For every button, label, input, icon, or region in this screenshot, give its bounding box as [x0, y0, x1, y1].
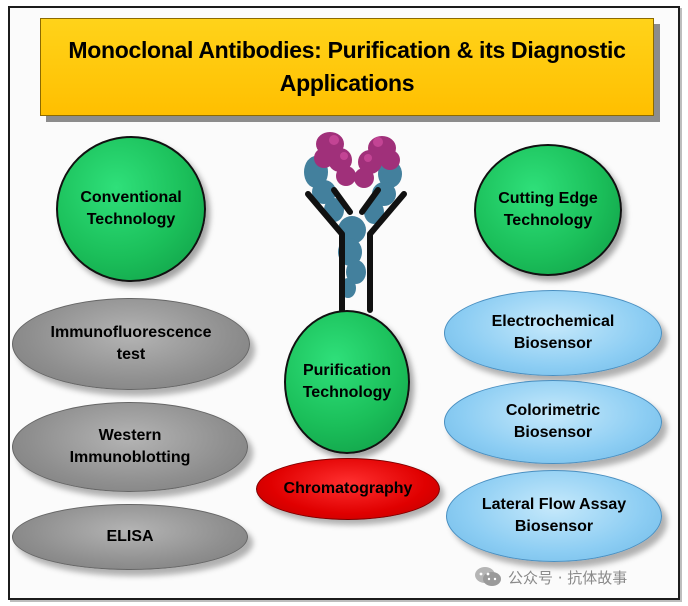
- conventional-item: Western Immunoblotting: [12, 402, 248, 492]
- conventional-item-line-2: test: [116, 346, 146, 363]
- conventional-label-line-2: Technology: [86, 211, 176, 228]
- conventional-item: Immunofluorescence test: [12, 298, 250, 390]
- cutting-edge-item-line-2: Biosensor: [514, 518, 594, 535]
- conventional-item: ELISA: [12, 504, 248, 570]
- title-banner: Monoclonal Antibodies: Purification & it…: [40, 18, 654, 116]
- purification-item-line-1: Chromatography: [283, 480, 413, 497]
- cutting-edge-item: Lateral Flow Assay Biosensor: [446, 470, 662, 562]
- conventional-item-line-2: Immunoblotting: [69, 449, 191, 466]
- cutting-edge-label-line-2: Technology: [503, 212, 593, 229]
- cutting-edge-item-line-1: Lateral Flow Assay: [481, 496, 627, 513]
- cutting-edge-technology-node: Cutting Edge Technology: [474, 144, 622, 276]
- cutting-edge-label-line-1: Cutting Edge: [498, 190, 598, 207]
- conventional-item-line-1: Immunofluorescence: [50, 324, 212, 341]
- purification-technology-node: Purification Technology: [284, 310, 410, 454]
- cutting-edge-item-line-2: Biosensor: [513, 424, 593, 441]
- cutting-edge-item: Colorimetric Biosensor: [444, 380, 662, 464]
- watermark: 公众号 · 抗体故事: [474, 566, 627, 588]
- purification-item: Chromatography: [256, 458, 440, 520]
- cutting-edge-item-line-1: Colorimetric: [505, 402, 601, 419]
- conventional-technology-node: Conventional Technology: [56, 136, 206, 282]
- diagram-frame: Monoclonal Antibodies: Purification & it…: [8, 6, 680, 600]
- cutting-edge-item: Electrochemical Biosensor: [444, 290, 662, 376]
- purification-label-line-2: Technology: [302, 384, 392, 401]
- watermark-text: 公众号 · 抗体故事: [508, 568, 628, 587]
- title-line-1: Monoclonal Antibodies: Purification & it…: [68, 37, 626, 63]
- cutting-edge-item-line-2: Biosensor: [513, 335, 593, 352]
- conventional-item-line-1: ELISA: [106, 528, 154, 545]
- cutting-edge-item-line-1: Electrochemical: [491, 313, 615, 330]
- conventional-label-line-1: Conventional: [80, 189, 182, 206]
- conventional-item-line-1: Western: [98, 427, 162, 444]
- antibody-icon: [304, 132, 407, 313]
- title-line-2: Applications: [279, 70, 415, 96]
- wechat-icon: [475, 567, 501, 586]
- purification-label-line-1: Purification: [302, 362, 391, 379]
